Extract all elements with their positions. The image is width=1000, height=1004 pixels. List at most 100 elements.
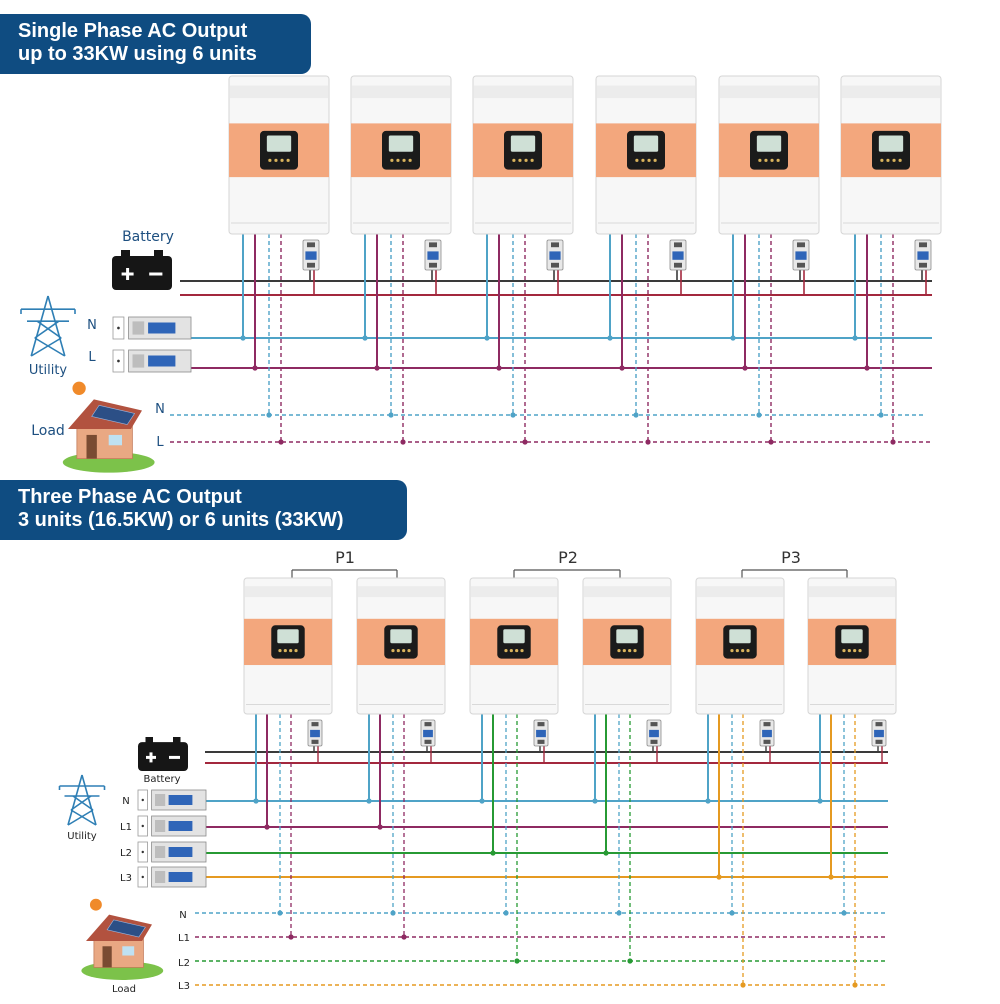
breaker-terminal (650, 739, 658, 744)
breaker-switch (168, 872, 193, 882)
s2-utility-line-n: N (122, 796, 129, 807)
breaker-terminal (424, 722, 432, 727)
s1-inverter-unit-icon (350, 75, 452, 235)
labels-layer: Battery Utility Load N L N L P1 P2 P3 Ba… (29, 229, 801, 995)
inverter-button (286, 158, 290, 162)
inverter-button (622, 648, 626, 653)
inverter-lcd-screen (729, 629, 751, 644)
s1-battery-icon (112, 250, 172, 290)
s1-utility-label: Utility (29, 363, 68, 378)
s1-battery-label: Battery (122, 229, 174, 245)
inverter-button (628, 648, 632, 653)
section1-title-line2: up to 33KW using 6 units (18, 43, 257, 65)
junction-dot (729, 910, 735, 916)
s2-load-line-l1: L1 (178, 933, 190, 944)
inverter-top-shade (352, 85, 450, 99)
s2-inverter-unit-icon (469, 577, 559, 715)
inverter-button (390, 158, 394, 162)
s1-load-n-label: N (155, 402, 165, 417)
tower-strut (67, 809, 94, 826)
junction-dot (514, 958, 520, 964)
inverter-lcd-screen (388, 135, 414, 152)
junction-dot (362, 335, 368, 341)
junction-dot (841, 910, 847, 916)
junction-dot (730, 335, 736, 341)
sun (89, 898, 102, 911)
group-label-p2: P2 (558, 548, 578, 567)
isolator-knob (141, 850, 144, 854)
inverter-button (408, 158, 412, 162)
breaker-terminal (537, 739, 545, 744)
breaker-terminal (307, 262, 315, 268)
junction-dot (374, 365, 380, 371)
battery-terminal (145, 737, 153, 744)
inverter-top-shade (230, 85, 328, 99)
junction-dot (253, 798, 259, 804)
junction-dot (522, 439, 528, 445)
s1-utility-n-breaker-icon (112, 316, 192, 340)
inverter-top-shade (720, 85, 818, 99)
inverter-button (776, 158, 780, 162)
junction-dot (742, 365, 748, 371)
inverter-button (402, 158, 406, 162)
breaker-terminal (875, 739, 883, 744)
breaker-terminal (551, 242, 559, 248)
s2-battery-breaker-icon (871, 719, 887, 747)
inverter-button (289, 648, 293, 653)
inverter-lcd-screen (878, 135, 904, 152)
junction-dot (817, 798, 823, 804)
inverter-button (509, 648, 513, 653)
inverter-button (518, 158, 522, 162)
breaker-terminal (674, 262, 682, 268)
breaker-terminal (875, 722, 883, 727)
inverter-button (653, 158, 657, 162)
s2-inverter-unit-icon (356, 577, 446, 715)
s1-inverter-unit-icon (718, 75, 820, 235)
junction-dot (627, 958, 633, 964)
inverter-top-shade (842, 85, 940, 99)
s1-battery-breaker-icon (669, 239, 687, 271)
tower-strut (47, 295, 66, 357)
breaker-terminal (537, 722, 545, 727)
section1-title-line1: Single Phase AC Output (18, 20, 248, 42)
inverter-top-shade (584, 586, 670, 598)
breaker-switch (649, 729, 659, 738)
s2-utility-line-l1: L1 (120, 822, 132, 833)
solar-panel (91, 404, 136, 425)
junction-dot (388, 412, 394, 418)
s1-load-l-label: L (156, 435, 164, 450)
breaker-terminal (311, 722, 319, 727)
s2-battery-label: Battery (143, 774, 180, 785)
inverter-button (853, 648, 857, 653)
inverter-button (520, 648, 524, 653)
tower-strut (30, 295, 49, 357)
inverter-lcd-screen (633, 135, 659, 152)
s2-utility-breaker-icon-3 (137, 866, 207, 888)
s2-battery-breaker-icon (307, 719, 323, 747)
s1-battery-breaker-icon (792, 239, 810, 271)
breaker-terminal (155, 871, 166, 883)
inverter-button (530, 158, 534, 162)
inverter-button (741, 648, 745, 653)
s2-load-label: Load (112, 984, 136, 995)
isolator-knob (141, 824, 144, 828)
junction-dot (607, 335, 613, 341)
junction-dot (366, 798, 372, 804)
s2-utility-breaker-icon-1 (137, 815, 207, 837)
breaker-terminal (797, 242, 805, 248)
junction-dot (852, 982, 858, 988)
s2-utility-line-l3: L3 (120, 873, 132, 884)
junction-dot (401, 934, 407, 940)
inverter-top-shade (697, 586, 783, 598)
s1-inverter-unit-icon (228, 75, 330, 235)
breaker-terminal (424, 739, 432, 744)
group-label-p3: P3 (781, 548, 801, 567)
junction-dot (490, 850, 496, 856)
s1-utility-l-label: L (88, 350, 96, 365)
tower-strut (67, 774, 83, 826)
house-door (86, 434, 97, 459)
s2-inverter-unit-icon (582, 577, 672, 715)
breaker-terminal (155, 820, 166, 832)
